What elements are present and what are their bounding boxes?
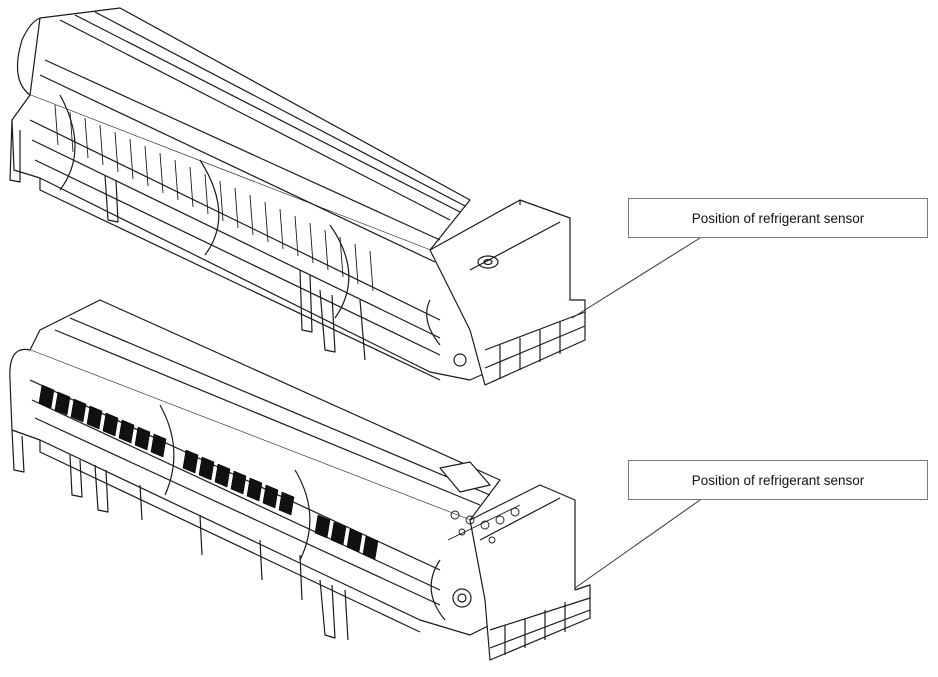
leader-lines [571, 237, 701, 589]
callout-top-label: Position of refrigerant sensor [691, 210, 865, 226]
leader-line-top [571, 237, 701, 319]
callout-bottom-box: Position of refrigerant sensor [628, 460, 928, 500]
lower-indoor-unit [9, 299, 591, 661]
callout-bottom-label: Position of refrigerant sensor [691, 472, 865, 488]
leader-line-bottom [574, 499, 701, 589]
upper-indoor-unit [9, 7, 586, 386]
callout-top-box: Position of refrigerant sensor [628, 198, 928, 238]
